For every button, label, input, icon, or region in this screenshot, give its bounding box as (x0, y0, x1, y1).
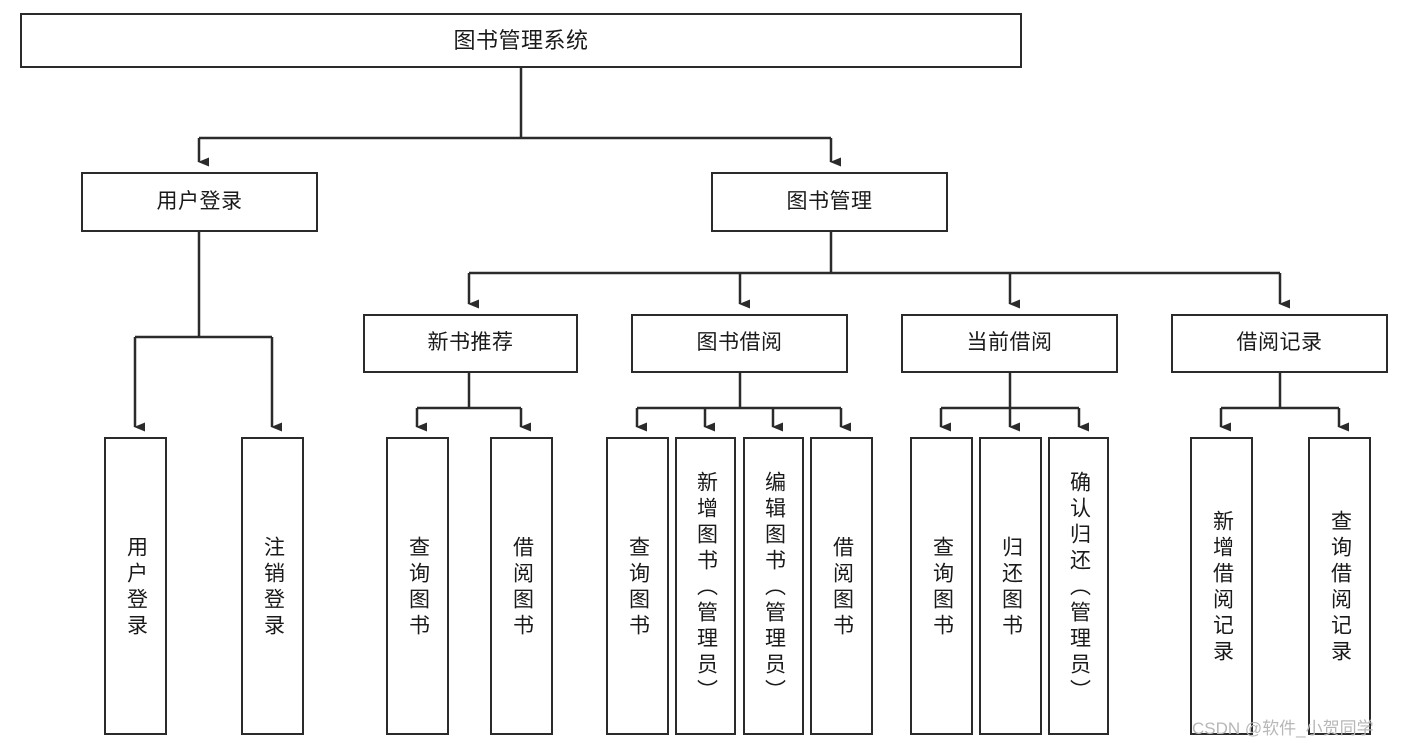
node-label: 用户登录 (156, 189, 243, 213)
leaf-borrow-edit-book-admin[interactable]: 编辑图书（管理员） (743, 437, 804, 735)
leaf-borrow-add-book-admin[interactable]: 新增图书（管理员） (675, 437, 736, 735)
node-label: 新增借阅记录 (1210, 510, 1234, 666)
node-label: 图书借阅 (696, 331, 783, 355)
node-borrowing-records[interactable]: 借阅记录 (1171, 314, 1388, 373)
leaf-borrow-query-book[interactable]: 查询图书 (606, 437, 669, 735)
leaf-current-confirm-return-admin[interactable]: 确认归还（管理员） (1048, 437, 1109, 735)
node-user-login[interactable]: 用户登录 (81, 172, 318, 232)
leaf-borrow-borrow-book[interactable]: 借阅图书 (810, 437, 873, 735)
node-book-borrowing[interactable]: 图书借阅 (631, 314, 848, 373)
node-label: 编辑图书（管理员） (762, 471, 786, 705)
node-label: 借阅图书 (830, 536, 854, 640)
node-label: 查询借阅记录 (1328, 510, 1352, 666)
node-label: 借阅图书 (510, 536, 534, 640)
node-label: 查询图书 (626, 536, 650, 640)
node-label: 图书管理 (786, 189, 873, 213)
node-label: 查询图书 (930, 536, 954, 640)
node-label: 确认归还（管理员） (1067, 471, 1091, 705)
csdn-watermark: CSDN @软件_小贺同学 (1192, 719, 1374, 738)
node-current-borrowing[interactable]: 当前借阅 (901, 314, 1118, 373)
leaf-record-query-record[interactable]: 查询借阅记录 (1308, 437, 1371, 735)
node-label: 查询图书 (406, 536, 430, 640)
node-new-book-recommendation[interactable]: 新书推荐 (363, 314, 578, 373)
node-book-management[interactable]: 图书管理 (711, 172, 948, 232)
node-label: 注销登录 (261, 536, 285, 640)
node-label: 借阅记录 (1236, 331, 1323, 355)
leaf-current-return-book[interactable]: 归还图书 (979, 437, 1042, 735)
node-label: 归还图书 (999, 536, 1023, 640)
node-label: 新增图书（管理员） (694, 471, 718, 705)
node-label: 当前借阅 (966, 331, 1053, 355)
leaf-new-book-borrow[interactable]: 借阅图书 (490, 437, 553, 735)
node-label: 新书推荐 (427, 331, 514, 355)
leaf-current-query-book[interactable]: 查询图书 (910, 437, 973, 735)
node-label: 用户登录 (124, 536, 148, 640)
leaf-user-login-logout[interactable]: 注销登录 (241, 437, 304, 735)
leaf-new-book-query[interactable]: 查询图书 (386, 437, 449, 735)
leaf-record-add-record[interactable]: 新增借阅记录 (1190, 437, 1253, 735)
leaf-user-login-login[interactable]: 用户登录 (104, 437, 167, 735)
node-label: 图书管理系统 (453, 27, 589, 53)
node-root-book-management-system[interactable]: 图书管理系统 (20, 13, 1022, 68)
